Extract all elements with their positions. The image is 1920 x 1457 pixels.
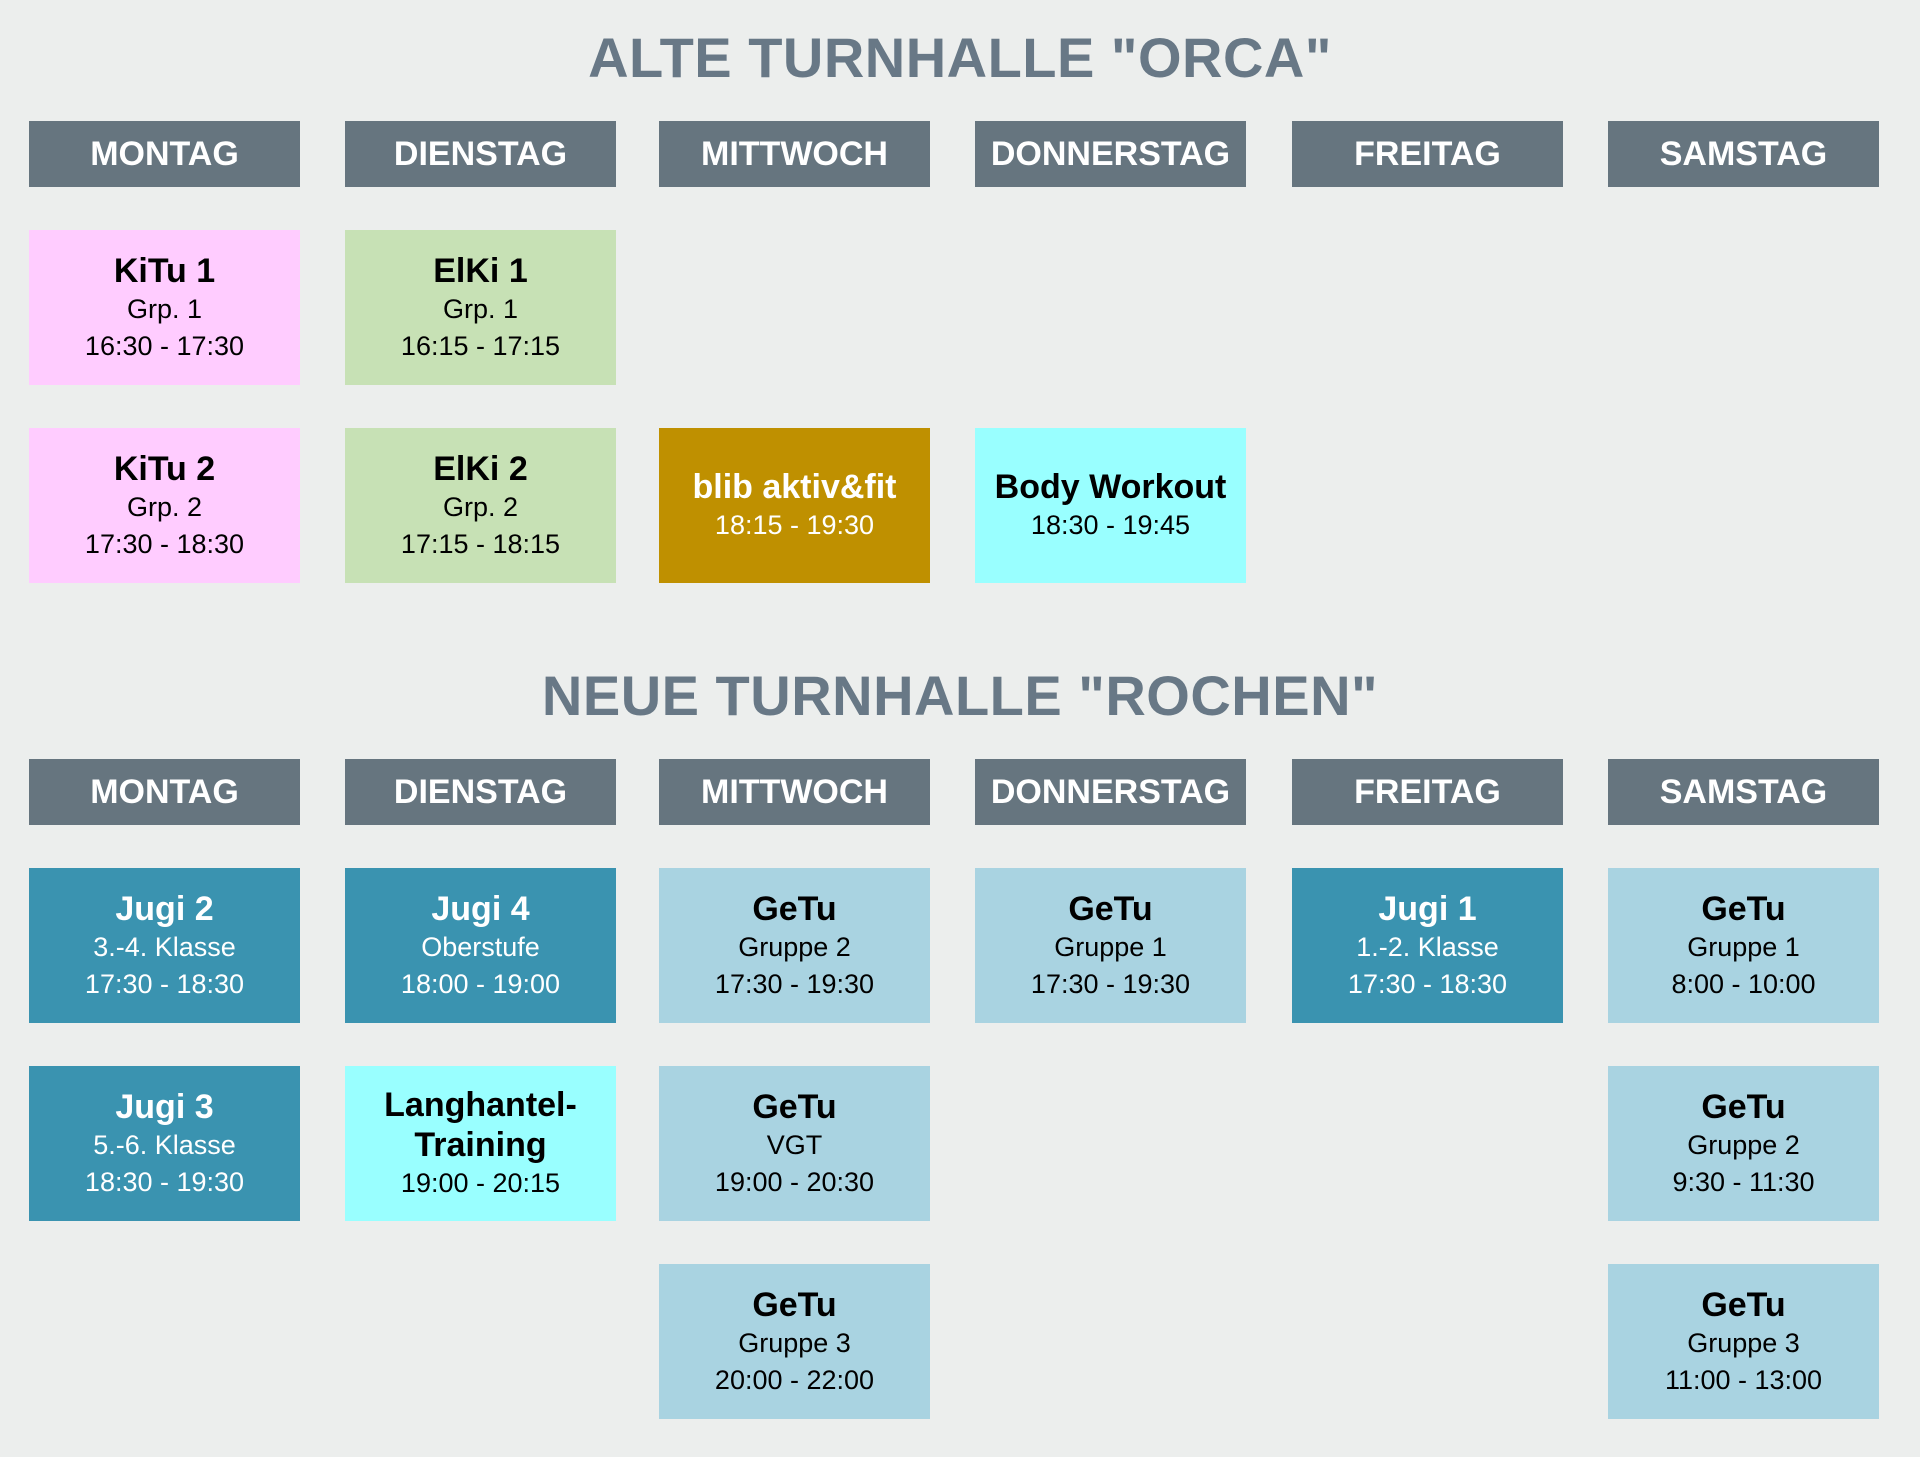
session-time: 18:30 - 19:30 xyxy=(84,1166,245,1197)
hall1-day-tuesday: DIENSTAG xyxy=(345,121,616,187)
session-card: GeTu Gruppe 3 20:00 - 22:00 xyxy=(659,1264,930,1419)
hall2-title: NEUE TURNHALLE "ROCHEN" xyxy=(541,664,1379,727)
session-name: ElKi 2 xyxy=(433,450,528,488)
session-name: GeTu xyxy=(1701,1088,1786,1126)
session-group: Gruppe 3 xyxy=(1687,1328,1800,1359)
session-card: Jugi 2 3.-4. Klasse 17:30 - 18:30 xyxy=(29,868,300,1023)
session-group: 5.-6. Klasse xyxy=(93,1130,236,1161)
session-group: Grp. 2 xyxy=(442,492,519,523)
session-group: Oberstufe xyxy=(421,932,540,963)
session-name: KiTu 2 xyxy=(113,450,216,488)
session-group: Grp. 1 xyxy=(126,294,203,325)
hall1-title: ALTE TURNHALLE "ORCA" xyxy=(588,26,1332,89)
session-group: 1.-2. Klasse xyxy=(1356,932,1499,963)
hall2-day-wednesday: MITTWOCH xyxy=(659,759,930,825)
session-time: 18:30 - 19:45 xyxy=(1030,510,1191,541)
session-time: 18:15 - 19:30 xyxy=(714,510,875,541)
session-card: GeTu Gruppe 1 17:30 - 19:30 xyxy=(975,868,1246,1023)
session-card: GeTu Gruppe 3 11:00 - 13:00 xyxy=(1608,1264,1879,1419)
session-card: Jugi 4 Oberstufe 18:00 - 19:00 xyxy=(345,868,616,1023)
session-name: Jugi 4 xyxy=(431,890,530,928)
session-name: Jugi 3 xyxy=(115,1088,214,1126)
session-time: 17:30 - 18:30 xyxy=(1347,968,1508,999)
session-card: GeTu Gruppe 2 17:30 - 19:30 xyxy=(659,868,930,1023)
session-time: 17:30 - 19:30 xyxy=(1030,968,1191,999)
session-card: GeTu Gruppe 1 8:00 - 10:00 xyxy=(1608,868,1879,1023)
session-time: 17:30 - 19:30 xyxy=(714,968,875,999)
session-group: 3.-4. Klasse xyxy=(93,932,236,963)
session-name: Langhantel-Training xyxy=(384,1086,577,1165)
hall1-day-wednesday: MITTWOCH xyxy=(659,121,930,187)
session-group: Gruppe 1 xyxy=(1054,932,1167,963)
hall2-day-tuesday: DIENSTAG xyxy=(345,759,616,825)
session-time: 19:00 - 20:30 xyxy=(714,1166,875,1197)
session-time: 8:00 - 10:00 xyxy=(1671,968,1816,999)
session-time: 19:00 - 20:15 xyxy=(400,1168,561,1199)
session-name: Body Workout xyxy=(994,468,1227,507)
session-card: KiTu 2 Grp. 2 17:30 - 18:30 xyxy=(29,428,300,583)
session-group: VGT xyxy=(766,1130,823,1161)
session-name: ElKi 1 xyxy=(433,252,528,290)
session-name: GeTu xyxy=(1068,890,1153,928)
session-card: blib aktiv&fit 18:15 - 19:30 xyxy=(659,428,930,583)
session-name: KiTu 1 xyxy=(113,252,216,290)
session-group: Grp. 1 xyxy=(442,294,519,325)
session-group: Grp. 2 xyxy=(126,492,203,523)
hall2-day-friday: FREITAG xyxy=(1292,759,1563,825)
hall1-day-thursday: DONNERSTAG xyxy=(975,121,1246,187)
session-card: Jugi 1 1.-2. Klasse 17:30 - 18:30 xyxy=(1292,868,1563,1023)
session-time: 20:00 - 22:00 xyxy=(714,1364,875,1395)
session-time: 17:30 - 18:30 xyxy=(84,528,245,559)
session-card: Langhantel-Training 19:00 - 20:15 xyxy=(345,1066,616,1221)
hall1-day-saturday: SAMSTAG xyxy=(1608,121,1879,187)
session-time: 11:00 - 13:00 xyxy=(1664,1364,1823,1395)
session-time: 16:15 - 17:15 xyxy=(400,330,561,361)
session-name: blib aktiv&fit xyxy=(692,468,897,507)
session-name: GeTu xyxy=(1701,1286,1786,1324)
session-time: 18:00 - 19:00 xyxy=(400,968,561,999)
session-time: 9:30 - 11:30 xyxy=(1672,1166,1815,1197)
session-card: Jugi 3 5.-6. Klasse 18:30 - 19:30 xyxy=(29,1066,300,1221)
session-group: Gruppe 3 xyxy=(738,1328,851,1359)
session-card: Body Workout 18:30 - 19:45 xyxy=(975,428,1246,583)
session-time: 17:30 - 18:30 xyxy=(84,968,245,999)
session-group: Gruppe 2 xyxy=(1687,1130,1800,1161)
session-name: Jugi 1 xyxy=(1378,890,1477,928)
hall2-day-monday: MONTAG xyxy=(29,759,300,825)
session-name: GeTu xyxy=(752,1088,837,1126)
hall1-day-friday: FREITAG xyxy=(1292,121,1563,187)
hall1-day-monday: MONTAG xyxy=(29,121,300,187)
session-card: GeTu VGT 19:00 - 20:30 xyxy=(659,1066,930,1221)
session-name: Jugi 2 xyxy=(115,890,214,928)
session-name: GeTu xyxy=(1701,890,1786,928)
session-name: GeTu xyxy=(752,890,837,928)
session-card: ElKi 1 Grp. 1 16:15 - 17:15 xyxy=(345,230,616,385)
session-name: GeTu xyxy=(752,1286,837,1324)
hall2-day-saturday: SAMSTAG xyxy=(1608,759,1879,825)
hall2-day-thursday: DONNERSTAG xyxy=(975,759,1246,825)
session-time: 16:30 - 17:30 xyxy=(84,330,245,361)
session-card: KiTu 1 Grp. 1 16:30 - 17:30 xyxy=(29,230,300,385)
session-group: Gruppe 2 xyxy=(738,932,851,963)
session-time: 17:15 - 18:15 xyxy=(400,528,561,559)
session-card: GeTu Gruppe 2 9:30 - 11:30 xyxy=(1608,1066,1879,1221)
session-group: Gruppe 1 xyxy=(1687,932,1800,963)
session-card: ElKi 2 Grp. 2 17:15 - 18:15 xyxy=(345,428,616,583)
